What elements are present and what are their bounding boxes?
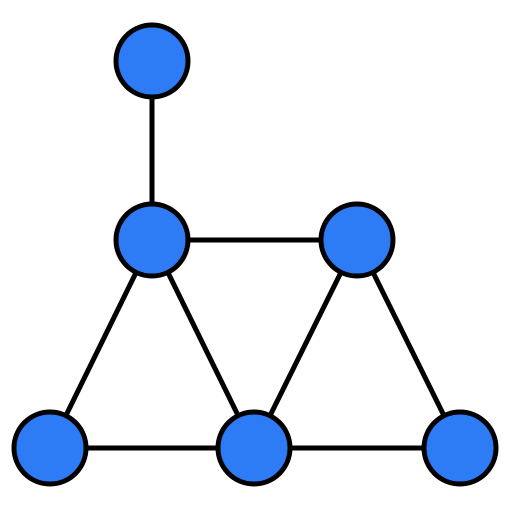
edge-n1-n4 bbox=[149, 237, 257, 451]
node-n2 bbox=[318, 201, 396, 279]
edge-n2-n5 bbox=[354, 237, 463, 451]
node-n5 bbox=[421, 409, 499, 487]
node-n0 bbox=[113, 22, 191, 100]
edge-n1-n3 bbox=[47, 237, 155, 451]
node-n1 bbox=[113, 201, 191, 279]
graph-nodes bbox=[11, 22, 499, 487]
graph-edges bbox=[47, 58, 463, 451]
node-n4 bbox=[215, 409, 293, 487]
edge-n2-n4 bbox=[251, 237, 360, 451]
node-n3 bbox=[11, 409, 89, 487]
